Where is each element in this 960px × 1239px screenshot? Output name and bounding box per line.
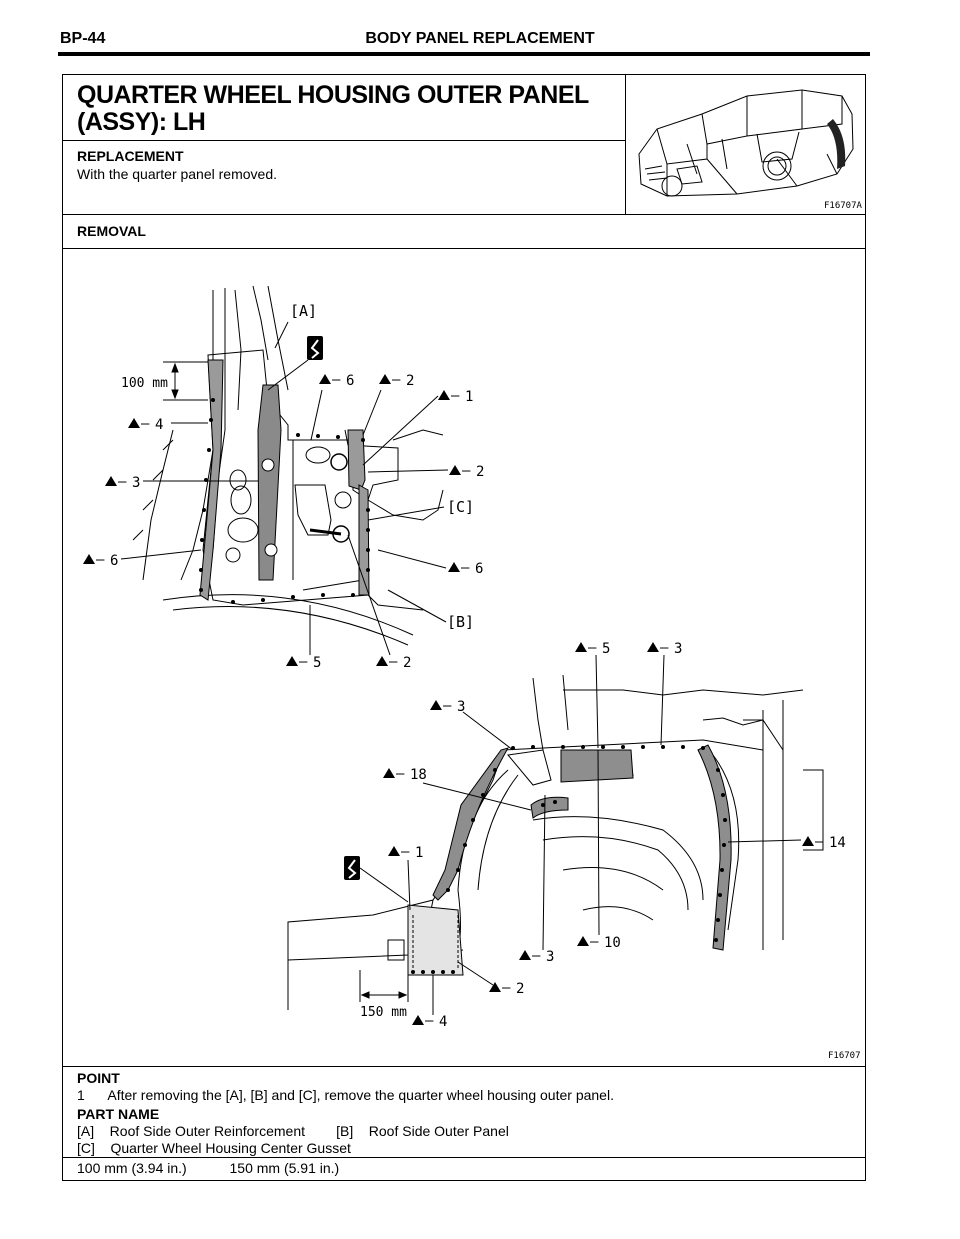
callout-spot-weld-3: — 3 — [105, 474, 140, 491]
svg-text:—: — — [389, 654, 398, 670]
vehicle-thumbnail: F16707A — [627, 74, 866, 214]
thumbnail-figure-id: F16707A — [824, 201, 863, 211]
callout-mig-2: — 2 — [379, 372, 414, 389]
part-name-row-2: [C] Quarter Wheel Housing Center Gusset — [77, 1140, 351, 1156]
svg-text:10: 10 — [604, 935, 621, 951]
content-frame — [62, 74, 866, 1181]
svg-text:—: — — [532, 948, 541, 964]
svg-text:—: — — [141, 416, 150, 432]
title-line-1: QUARTER WHEEL HOUSING OUTER PANEL — [77, 81, 589, 109]
svg-text:—: — — [396, 766, 405, 782]
callout-spot-weld-4: — 4 — [128, 416, 163, 433]
callout-spot-weld-2: — 2 — [376, 654, 411, 671]
page-code: BP-44 — [60, 30, 106, 47]
point-item-1: 1 After removing the [A], [B] and [C], r… — [77, 1087, 614, 1103]
header-rule — [58, 52, 870, 56]
callout-spot-weld-10: — 10 — [577, 934, 621, 951]
svg-text:—: — — [660, 640, 669, 656]
callout-spot-weld-14: — 14 — [802, 834, 846, 851]
svg-text:—: — — [401, 844, 410, 860]
upper-dimension-label: 100 mm — [121, 376, 168, 391]
svg-text:—: — — [588, 640, 597, 656]
part-name-heading: PART NAME — [77, 1106, 160, 1122]
svg-text:2: 2 — [516, 981, 524, 997]
svg-text:1: 1 — [465, 389, 473, 405]
callout-tack-2: — 2 — [449, 463, 484, 480]
svg-text:3: 3 — [674, 641, 682, 657]
title-rule — [62, 140, 625, 141]
svg-text:—: — — [815, 834, 824, 850]
callout-spot-weld-2-lower: — 2 — [489, 980, 524, 997]
svg-text:—: — — [443, 698, 452, 714]
title-cell: QUARTER WHEEL HOUSING OUTER PANEL (ASSY)… — [62, 74, 626, 214]
removal-heading: REMOVAL — [77, 223, 146, 239]
svg-text:—: — — [502, 980, 511, 996]
svg-text:2: 2 — [476, 464, 484, 480]
svg-text:—: — — [461, 560, 470, 576]
point-heading: POINT — [77, 1070, 120, 1086]
section-title: BODY PANEL REPLACEMENT — [365, 30, 595, 47]
callout-tack-5: — 5 — [575, 640, 610, 657]
svg-text:4: 4 — [155, 417, 163, 433]
svg-text:14: 14 — [829, 835, 846, 851]
svg-text:—: — — [332, 372, 341, 388]
svg-text:6: 6 — [110, 553, 118, 569]
svg-text:—: — — [392, 372, 401, 388]
removal-diagram: 100 mm [A] — 6 — 2 — 1 — 4 — 2 — 3 — [63, 250, 865, 1065]
svg-text:5: 5 — [313, 655, 321, 671]
weld-location-diagram: 100 mm [A] — 6 — 2 — 1 — 4 — 2 — 3 — [83, 285, 861, 1061]
svg-text:—: — — [590, 934, 599, 950]
lower-dimension-label: 150 mm — [360, 1005, 407, 1020]
svg-text:5: 5 — [602, 641, 610, 657]
callout-spot-weld-1-lower: — 1 — [388, 844, 423, 861]
title-line-2: (ASSY): LH — [77, 108, 206, 136]
callout-spot-weld-6-left: — 6 — [83, 552, 118, 569]
replacement-text: With the quarter panel removed. — [77, 166, 277, 182]
vehicle-body-illustration: F16707A — [638, 89, 863, 211]
callout-spot-weld-18: — 18 — [383, 766, 427, 783]
svg-text:3: 3 — [132, 475, 140, 491]
svg-text:4: 4 — [439, 1014, 447, 1030]
diagram-figure-id: F16707 — [828, 1051, 861, 1061]
svg-text:18: 18 — [410, 767, 427, 783]
svg-text:2: 2 — [403, 655, 411, 671]
svg-text:—: — — [451, 388, 460, 404]
callout-spot-weld-1: — 1 — [438, 388, 473, 405]
callout-tack-3: — 3 — [430, 698, 465, 715]
svg-text:1: 1 — [415, 845, 423, 861]
callout-spot-weld-3-lower: — 3 — [519, 948, 554, 965]
svg-text:—: — — [425, 1013, 434, 1029]
svg-text:3: 3 — [457, 699, 465, 715]
callout-spot-weld-6-top: — 6 — [319, 372, 354, 389]
label-b: [B] — [447, 613, 474, 631]
label-c: [C] — [447, 498, 474, 516]
callout-spot-weld-6-right: — 6 — [448, 560, 483, 577]
rule-after-title — [62, 214, 866, 215]
svg-text:2: 2 — [406, 373, 414, 389]
svg-text:—: — — [96, 552, 105, 568]
svg-text:—: — — [462, 463, 471, 479]
dimension-conversions: 100 mm (3.94 in.) 150 mm (5.91 in.) — [77, 1160, 340, 1176]
svg-text:6: 6 — [475, 561, 483, 577]
label-a: [A] — [290, 302, 317, 320]
part-name-row-1: [A] Roof Side Outer Reinforcement [B] Ro… — [77, 1123, 509, 1139]
callout-mig-3: — 3 — [647, 640, 682, 657]
replacement-heading: REPLACEMENT — [77, 148, 184, 164]
rule-before-dims — [62, 1157, 866, 1158]
procedure-title: QUARTER WHEEL HOUSING OUTER PANEL (ASSY)… — [77, 82, 589, 136]
svg-text:—: — — [118, 474, 127, 490]
rule-before-point — [62, 1066, 866, 1067]
rule-after-removal — [62, 248, 866, 249]
svg-text:—: — — [299, 654, 308, 670]
callout-spot-weld-4-lower: — 4 — [412, 1013, 447, 1030]
svg-text:6: 6 — [346, 373, 354, 389]
callout-spot-weld-5: — 5 — [286, 654, 321, 671]
svg-text:3: 3 — [546, 949, 554, 965]
